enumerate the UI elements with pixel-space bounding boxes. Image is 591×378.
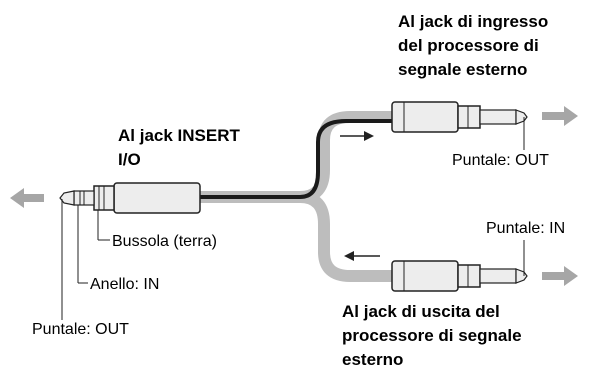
ring-label: Anello: IN bbox=[90, 276, 160, 293]
cable-inner bbox=[200, 119, 392, 199]
y-cable bbox=[200, 111, 392, 282]
tip-trs-label: Puntale: OUT bbox=[32, 321, 129, 338]
insert-jack-label-line1: Al jack INSERT bbox=[118, 126, 240, 145]
arrow-left-icon bbox=[10, 188, 44, 208]
input-jack-label: Al jack di ingresso del processore di se… bbox=[398, 10, 548, 82]
sleeve-label: Bussola (terra) bbox=[112, 233, 217, 250]
ts-plug-lower bbox=[391, 260, 528, 292]
arrow-right-icon bbox=[542, 106, 578, 126]
cable-outer-lower bbox=[299, 191, 392, 282]
output-jack-label: Al jack di uscita del processore di segn… bbox=[342, 300, 522, 372]
tip-lower-label: Puntale: IN bbox=[486, 220, 566, 237]
output-jack-label-line2: processore di segnale bbox=[342, 326, 522, 345]
input-jack-label-line2: del processore di bbox=[398, 36, 539, 55]
arrow-left-icon bbox=[344, 251, 380, 261]
input-jack-label-line1: Al jack di ingresso bbox=[398, 12, 549, 31]
input-jack-label-line3: segnale esterno bbox=[398, 60, 528, 79]
trs-plug bbox=[59, 182, 201, 214]
arrow-right-icon bbox=[340, 131, 374, 141]
insert-jack-label: Al jack INSERT I/O bbox=[118, 124, 240, 172]
arrow-right-icon bbox=[542, 266, 578, 286]
insert-jack-label-line2: I/O bbox=[118, 150, 141, 169]
ts-plug-upper bbox=[391, 101, 528, 133]
output-jack-label-line1: Al jack di uscita del bbox=[342, 302, 500, 321]
tip-upper-label: Puntale: OUT bbox=[452, 152, 549, 169]
output-jack-label-line3: esterno bbox=[342, 350, 404, 369]
